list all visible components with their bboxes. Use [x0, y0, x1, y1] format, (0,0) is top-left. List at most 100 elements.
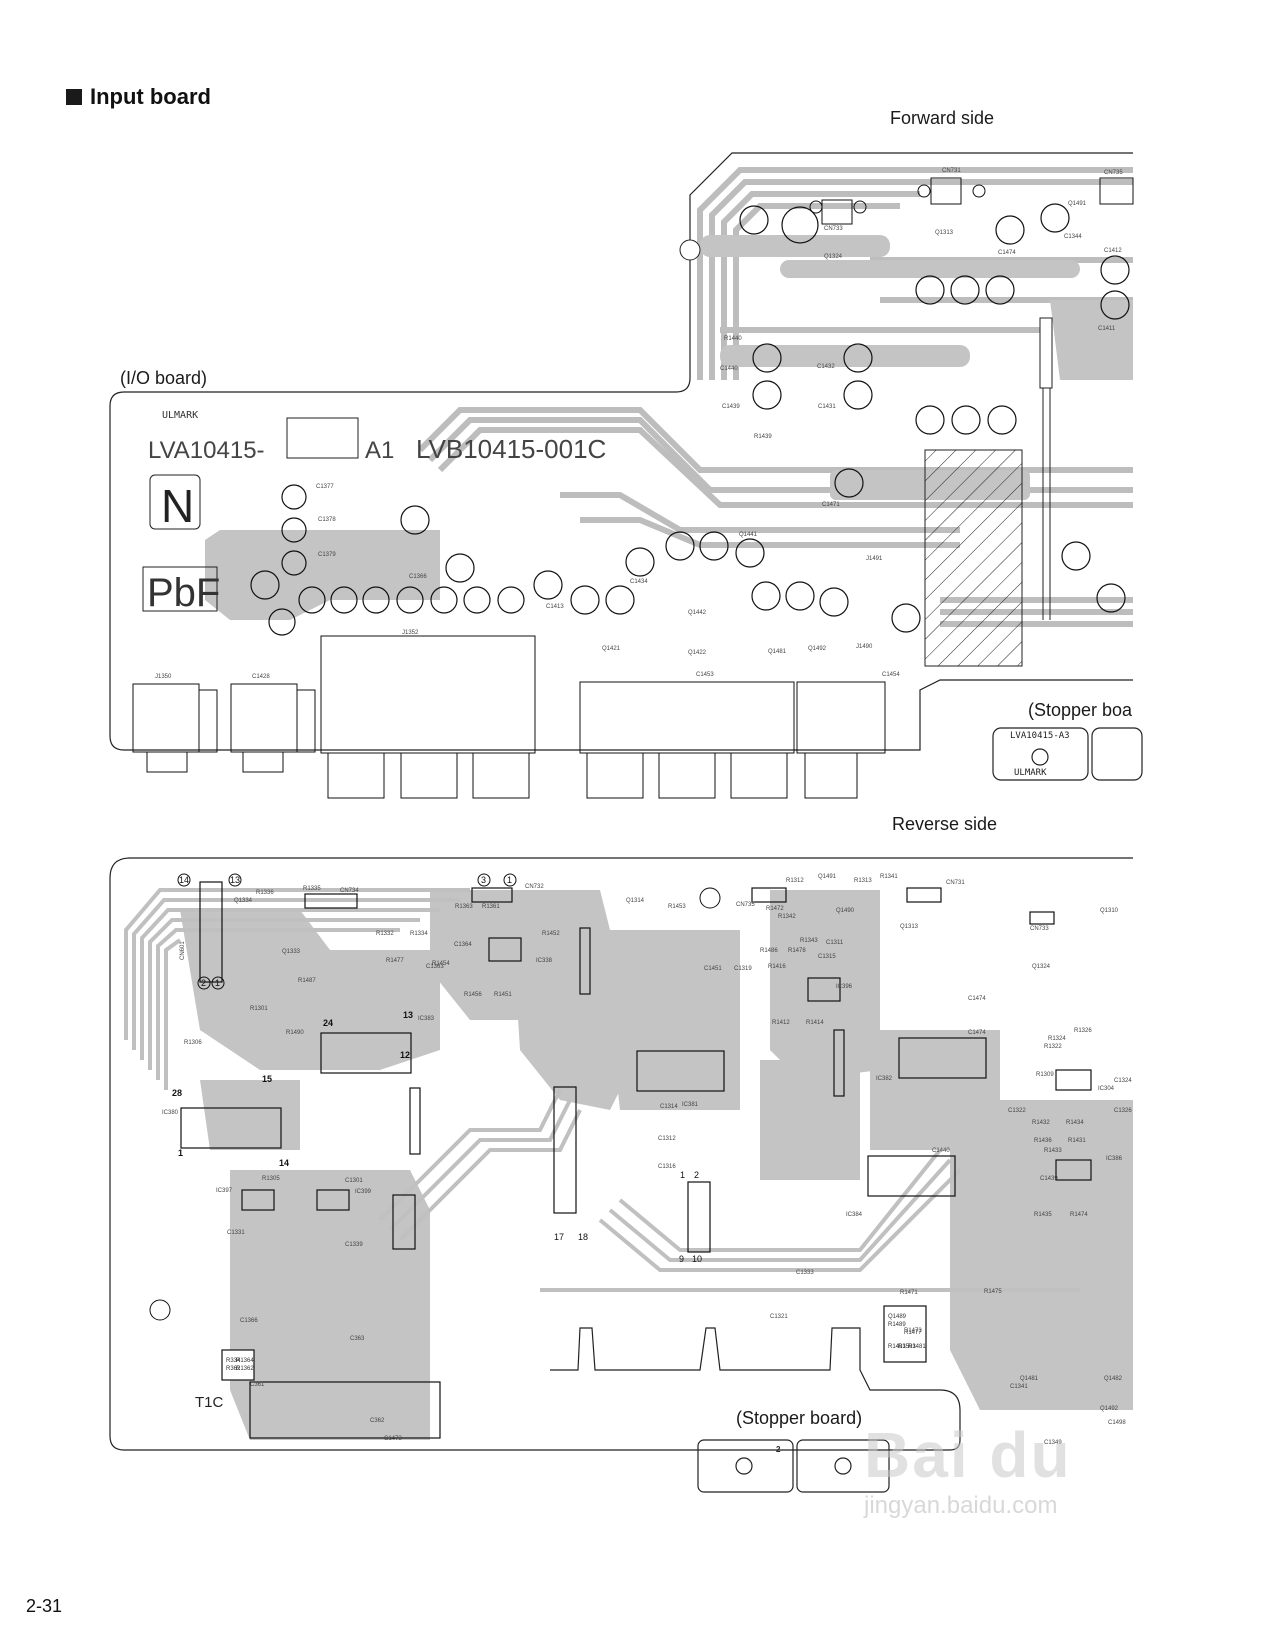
- component-label: R362: [226, 1366, 241, 1372]
- pcb-pad-or-capacitor: [625, 547, 655, 577]
- component-label: R1490: [286, 1030, 304, 1036]
- component-label: C1314: [660, 1104, 678, 1110]
- pcb-pad-or-capacitor: [1031, 748, 1049, 766]
- component-label: C1412: [1104, 248, 1122, 254]
- component-label: C1471: [822, 502, 840, 508]
- ic-ic397: [1055, 1069, 1092, 1091]
- component-label: R1342: [778, 914, 796, 920]
- pcb-pad-or-capacitor: [211, 976, 225, 990]
- component-label: IC397: [216, 1188, 233, 1194]
- component-label: CN733: [1030, 926, 1049, 932]
- pcb-shape: [296, 689, 316, 753]
- component-label: CN732: [525, 884, 544, 890]
- pcb-pad-or-capacitor: [834, 1457, 852, 1475]
- component-label: C1331: [227, 1230, 245, 1236]
- pcb-shape: [437, 427, 1133, 508]
- pbf-mark: PbF: [147, 571, 220, 615]
- component-label: C1439: [722, 404, 740, 410]
- component-label: 17: [554, 1232, 564, 1242]
- connector-cn734: [304, 893, 358, 909]
- component-label: Q1314: [626, 898, 645, 904]
- component-label: C1498: [1108, 1420, 1126, 1426]
- reverse-ics: [180, 937, 1092, 1211]
- connector-cn601: [199, 881, 223, 983]
- reverse-copper-pours: [180, 890, 1133, 1440]
- ic-ic380: [180, 1107, 282, 1149]
- part-suffix: A1: [365, 437, 394, 464]
- box-r-group-2: [883, 1305, 927, 1363]
- pcb-pad-or-capacitor: [430, 586, 458, 614]
- component-label: R1478: [788, 948, 806, 954]
- component-label: 28: [172, 1088, 182, 1098]
- forward-side-pcb-diagram: ULMARK LVA10415- A1 LVB10415-001C N PbF …: [109, 152, 1143, 799]
- pcb-pad-or-capacitor: [1096, 583, 1126, 613]
- pcb-pad-or-capacitor: [1061, 541, 1091, 571]
- pbf-mark-box: [142, 566, 218, 612]
- pcb-pad-or-capacitor: [228, 873, 242, 887]
- jack-j1352: [132, 683, 200, 753]
- pcb-pad-or-capacitor: [843, 343, 873, 373]
- component-label: C1411: [1098, 326, 1116, 332]
- component-label: R1301: [250, 1006, 268, 1012]
- jack-j1350: [230, 683, 298, 753]
- component-label: Q1313: [935, 230, 954, 236]
- pcb-shape: [205, 530, 440, 620]
- component-label: R1489: [888, 1322, 906, 1328]
- component-label: C1454: [882, 672, 900, 678]
- pcb-shape: [618, 1148, 942, 1252]
- component-label: Q1334: [234, 898, 253, 904]
- component-label: R1326: [1074, 1028, 1092, 1034]
- jack-j1380: [320, 635, 536, 754]
- component-label: R1483: [888, 1344, 906, 1350]
- component-label: C361: [250, 1382, 265, 1388]
- ic-ic399: [1055, 1159, 1092, 1181]
- component-label: C1366: [240, 1318, 258, 1324]
- page-number: 2-31: [26, 1596, 63, 1616]
- component-label: R1474: [1070, 1212, 1088, 1218]
- connector-j1360: [249, 1381, 441, 1439]
- component-label: R1454: [432, 961, 450, 967]
- component-label: CN735: [1104, 170, 1123, 176]
- component-label: Q1333: [282, 949, 301, 955]
- forward-component-labels: CN731 CN733 CN735 Q1313 Q1324 Q1491 C134…: [155, 168, 1123, 680]
- t1c-label: T1C: [195, 1394, 224, 1411]
- pcb-shape: [804, 752, 858, 799]
- component-label: 10: [692, 1254, 702, 1264]
- component-label: R1487: [298, 978, 316, 984]
- stopper-part-number: LVA10415-A3: [1010, 731, 1070, 741]
- component-label: R1312: [786, 878, 804, 884]
- pcb-shape: [733, 203, 900, 380]
- pcb-shape: [586, 752, 644, 799]
- component-label: IC382: [876, 1076, 893, 1082]
- component-label: Q1482: [1104, 1376, 1123, 1382]
- component-label: R1456: [464, 992, 482, 998]
- pcb-shape: [780, 260, 1080, 278]
- pcb-shape: [400, 752, 458, 799]
- reverse-side-caption: Reverse side: [892, 814, 998, 834]
- component-label: C1434: [630, 579, 648, 585]
- pcb-shape: [992, 727, 1143, 781]
- component-label: R1343: [800, 938, 818, 944]
- pcb-pad-or-capacitor: [177, 873, 191, 887]
- component-label: 2: [201, 978, 206, 988]
- pcb-pad-or-capacitor: [445, 553, 475, 583]
- component-label: C1428: [252, 674, 270, 680]
- component-label: Q1492: [1100, 1406, 1119, 1412]
- component-label: C1341: [1010, 1384, 1028, 1390]
- pcb-shape: [721, 191, 920, 380]
- component-label: IC383: [418, 1016, 435, 1022]
- component-label: C1413: [546, 604, 564, 610]
- stopper-board-1: [697, 1439, 794, 1493]
- jumper-bar: [1039, 317, 1053, 389]
- component-label: CN601: [180, 941, 186, 960]
- component-label: 9: [679, 1254, 684, 1264]
- component-label: Q1324: [1032, 964, 1051, 970]
- square-bullet-icon: [66, 89, 82, 105]
- pcb-pad-or-capacitor: [665, 531, 695, 561]
- reverse-board-outline: [109, 857, 1133, 1451]
- connector-cn361: [392, 1194, 416, 1250]
- board-number: LVB10415-001C: [416, 434, 606, 464]
- component-label: C1451: [704, 966, 722, 972]
- pcb-pad-or-capacitor: [739, 205, 769, 235]
- component-label: C1344: [1064, 234, 1082, 240]
